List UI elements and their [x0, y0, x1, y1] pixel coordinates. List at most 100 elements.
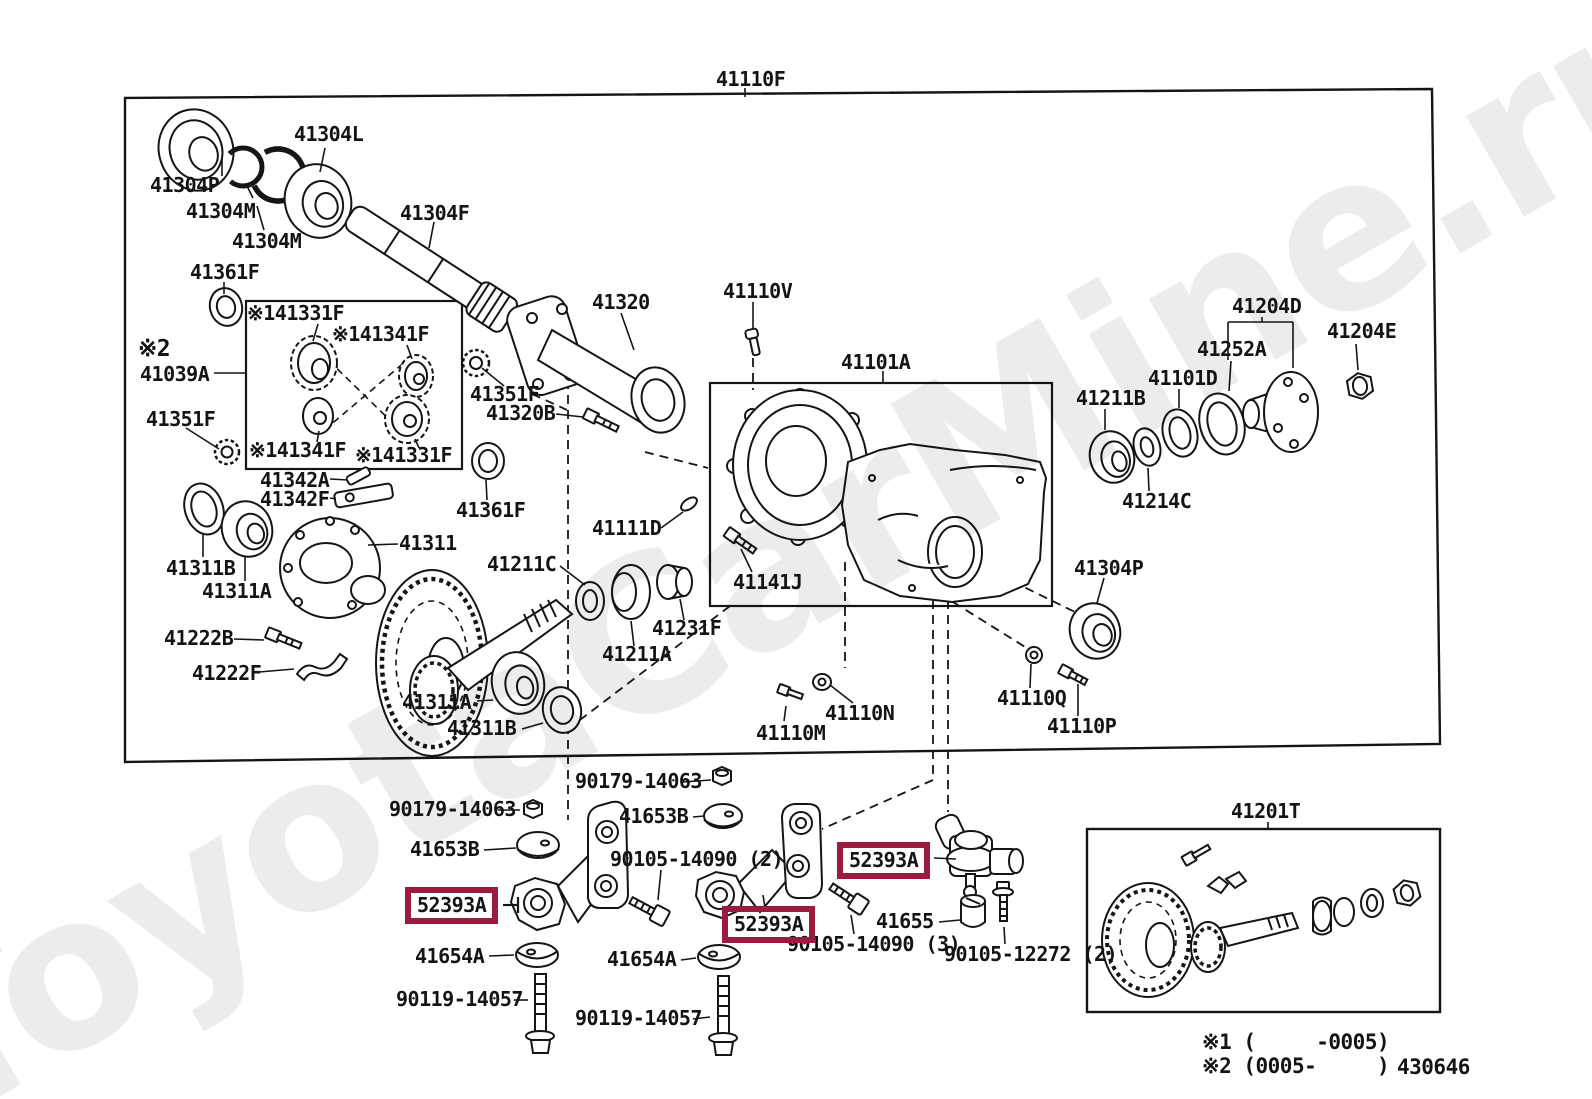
bearing-41311A-top	[220, 500, 274, 558]
bolt-41320B	[582, 407, 621, 433]
callout-41110N: 41110N	[825, 701, 895, 725]
ring-41361F-2	[471, 442, 505, 480]
variant-note-1: ※1 ( -0005)	[1202, 1030, 1390, 1054]
callout-41222F: 41222F	[192, 661, 262, 685]
highlight-box-52393A-center: 52393A	[722, 906, 816, 943]
bolt-41110M	[776, 683, 805, 701]
spider-gear-kit	[290, 335, 434, 444]
callout-41320: 41320	[592, 290, 650, 314]
cushion-41653B-left	[516, 831, 560, 859]
callout-41655: 41655	[876, 909, 934, 933]
main-assembly-box	[123, 87, 1442, 764]
input-shaft-41304F	[344, 205, 519, 333]
callout-41110F: 41110F	[716, 67, 786, 91]
callout-90179-14063-2: 90179-14063	[575, 769, 702, 793]
breather-plug-41110V	[744, 327, 761, 357]
lock-plate-41222F	[295, 652, 349, 682]
callout-41361F-2: 41361F	[456, 498, 526, 522]
callout-41110M: 41110M	[756, 721, 826, 745]
callout-41304L: 41304L	[294, 122, 364, 146]
bolt-90105-12272	[992, 881, 1014, 922]
bolt-90105-14090-3	[827, 882, 870, 916]
callout-41204E: 41204E	[1327, 319, 1397, 343]
nut-41110Q	[1025, 646, 1043, 664]
ring-gear-41311	[375, 569, 574, 757]
callout-41361F-1: 41361F	[190, 260, 260, 284]
bearing-41311A-bottom	[490, 651, 546, 715]
bearing-41211B	[1088, 430, 1136, 484]
callout-41201T: 41201T	[1231, 799, 1301, 823]
mount-arm-center	[694, 803, 824, 920]
callout-41111D: 41111D	[592, 516, 662, 540]
bushing-41211A	[611, 564, 651, 620]
callout-41252A: 41252A	[1197, 337, 1267, 361]
callout-41304P-2: 41304P	[1074, 556, 1144, 580]
seal-41101D	[1161, 408, 1199, 458]
callout-41110V: 41110V	[723, 279, 793, 303]
callout-41304M-1: 41304M	[186, 199, 256, 223]
side-gear-shaft-41204D	[1242, 371, 1319, 453]
callout-52393A-center: 52393A	[734, 912, 804, 936]
washer-41211C	[575, 581, 605, 621]
callout-41222B: 41222B	[164, 626, 234, 650]
callout-41214C: 41214C	[1122, 489, 1192, 513]
thrust-washer-41351F-left	[213, 438, 241, 466]
nut-90179-left	[523, 798, 543, 820]
callout-41351F-1: 41351F	[146, 407, 216, 431]
bolt-41141J	[722, 526, 758, 555]
callout-41311A-1: 41311A	[202, 579, 272, 603]
callout-141331F-1: ※141331F	[247, 301, 345, 325]
callout-90105-14090-2: 90105-14090 (2)	[610, 847, 784, 871]
callout-41211A: 41211A	[602, 642, 672, 666]
callout-41342F: 41342F	[260, 487, 330, 511]
washer-41654A-left	[515, 942, 559, 968]
bolt-90119-center	[708, 975, 738, 1056]
callout-mark2: ※2	[138, 336, 171, 362]
ball-joint-52393A	[934, 813, 1024, 899]
bearing-41304P	[157, 108, 235, 192]
plug-41655	[960, 894, 986, 928]
callout-41654A-2: 41654A	[607, 947, 677, 971]
callout-41304F: 41304F	[400, 201, 470, 225]
highlight-box-52393A-left: 52393A	[405, 887, 499, 924]
callout-52393A-right: 52393A	[849, 848, 919, 872]
final-gear-kit-41201T	[1101, 843, 1422, 998]
callout-41654A-1: 41654A	[415, 944, 485, 968]
callout-41653B-2: 41653B	[619, 804, 689, 828]
callout-41231F: 41231F	[652, 616, 722, 640]
tube-41320	[506, 295, 686, 434]
nut-90179-right	[712, 765, 732, 787]
callout-41101A: 41101A	[841, 350, 911, 374]
diff-case-41311	[279, 516, 386, 619]
drawing-number: 430646	[1397, 1055, 1470, 1079]
collar-41231F	[656, 564, 693, 600]
callout-41211C: 41211C	[487, 552, 557, 576]
callout-41110Q: 41110Q	[997, 686, 1067, 710]
bolt-41110P	[1057, 663, 1089, 687]
nut-41204E	[1345, 372, 1375, 400]
oring-41311B-top	[183, 482, 225, 536]
grommet-41110N	[812, 673, 832, 691]
callout-90179-14063-1: 90179-14063	[389, 797, 516, 821]
callout-41311: 41311	[399, 531, 457, 555]
thrust-washer-41351F-right	[461, 348, 491, 378]
pin-41111D	[680, 496, 698, 512]
bolt-90119-left	[525, 973, 555, 1054]
callout-90105-14090-3: 90105-14090 (3)	[787, 932, 961, 956]
washer-41214C	[1132, 427, 1162, 467]
callout-90119-14057-2: 90119-14057	[575, 1006, 702, 1030]
mount-arm-left	[509, 800, 630, 932]
bearing-41304L	[283, 163, 353, 239]
callout-41141J: 41141J	[733, 570, 803, 594]
variant-note-2: ※2 (0005- )	[1202, 1054, 1390, 1078]
oring-41311B-bottom	[541, 686, 583, 734]
snap-ring-41304M-1	[221, 145, 265, 189]
highlight-box-52393A-right: 52393A	[837, 842, 931, 879]
pin-41342A	[345, 466, 372, 486]
callout-141331F-2: ※141331F	[355, 443, 453, 467]
bearing-41304P-right	[1068, 602, 1122, 660]
callout-41351F-2: 41351F	[470, 382, 540, 406]
callout-41110P: 41110P	[1047, 714, 1117, 738]
carrier-housing-41101A	[840, 442, 1048, 604]
